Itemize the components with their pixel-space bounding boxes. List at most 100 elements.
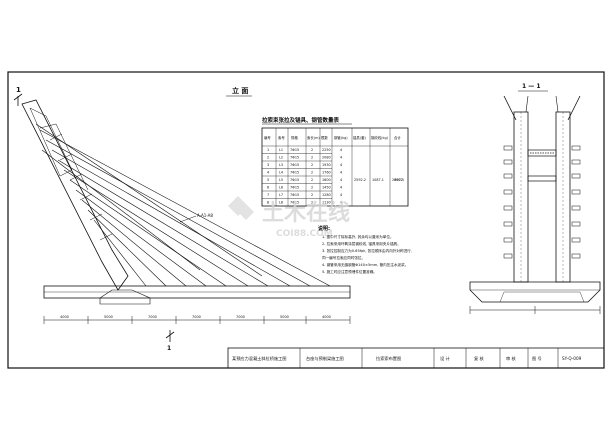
elevation-title: 立 面 — [232, 86, 248, 95]
table-cell: 7Φ15 — [290, 193, 299, 197]
table-cell: L7 — [279, 193, 283, 197]
table-header: 编号 — [264, 135, 271, 140]
table-header: 锚具(套) — [353, 135, 366, 140]
table-cell: L8 — [279, 201, 283, 205]
table-cell: 2 — [311, 156, 313, 160]
table-cell: L5 — [279, 178, 283, 182]
table-cell: 5 — [267, 178, 269, 182]
section-view: 1 — 1 — [469, 83, 601, 314]
table-cell: 2250 — [322, 148, 331, 152]
note-line: 同一编号拉索应同时张拉。 — [322, 255, 365, 260]
table-cell: 4 — [340, 171, 342, 175]
table-header: 钢绞线(kg) — [371, 135, 389, 140]
dim-label: 7000 — [148, 315, 157, 319]
note-line: 5. 施工时应注意预埋件位置准确。 — [322, 269, 377, 274]
svg-text:COI88.COM: COI88.COM — [276, 229, 333, 239]
section-title: 1 — 1 — [522, 83, 541, 90]
table-cell: 1 — [267, 148, 269, 152]
cable-label: A-A1-A8 — [197, 213, 213, 218]
table-cell: 7Φ15 — [290, 148, 299, 152]
table-cell: L1 — [279, 148, 283, 152]
table-cell: L3 — [279, 163, 283, 167]
table-cell: 1280 — [322, 193, 331, 197]
table-cell: 2080 — [322, 156, 331, 160]
table-cell: 7Φ15 — [290, 163, 299, 167]
pylon — [21, 99, 129, 291]
tb-design: 设 计 — [440, 355, 450, 362]
table-cell: 7Φ15 — [290, 156, 299, 160]
tb-unit: 台座与预制梁施工图 — [306, 355, 344, 362]
table-cell: 4 — [340, 156, 342, 160]
tb-drawing-no: SY-Q-009 — [562, 356, 582, 361]
table-cell: 4 — [340, 178, 342, 182]
table-cell: 7 — [267, 193, 269, 197]
note-line: 2. 拉索采用环氧涂层钢绞线, 锚具采用夹片锚具。 — [322, 241, 401, 246]
table-cell: 8 — [267, 201, 269, 205]
table-title: 拉索束张拉及锚具、钢管数量表 — [262, 116, 340, 124]
table-cell: L4 — [279, 171, 283, 175]
table-header: 根数 — [321, 135, 328, 140]
table-cell: 2 — [311, 201, 313, 205]
table-cell: 2697.5 — [392, 178, 404, 182]
table-cell: 4 — [340, 193, 342, 197]
table-cell: 4 — [340, 201, 342, 205]
table-cell: 2 — [311, 186, 313, 190]
table-cell: 1930 — [322, 163, 331, 167]
notes-title: 说明: — [318, 225, 330, 232]
table-cell: 7Φ15 — [290, 201, 299, 205]
table-cell: 1450 — [322, 186, 331, 190]
table-total: 7002 — [394, 178, 403, 182]
table-cell: 4 — [340, 148, 342, 152]
section-mark-bottom: 1 — [167, 345, 171, 352]
note-line: 4. 钢管采用无缝钢管Φ140×5mm, 管内压注水泥浆。 — [322, 262, 408, 267]
dim-label: 7000 — [192, 315, 201, 319]
dim-label: 4000 — [60, 315, 69, 319]
note-line: 3. 张拉控制应力为0.65fpk, 张拉顺序由内向外对称进行, — [322, 248, 412, 253]
table-cell: 2 — [311, 148, 313, 152]
table-cell: 6 — [267, 186, 269, 190]
table-cell: 2592.2 — [354, 178, 366, 182]
table-cell: 2 — [311, 178, 313, 182]
table-cell: 2 — [267, 156, 269, 160]
dimension-line: 4000 5000 7000 7000 7000 5000 4000 — [43, 315, 351, 324]
table-cell: 4 — [340, 186, 342, 190]
tb-drawing-no-label: 图 号 — [532, 356, 542, 362]
table-cell: 4 — [267, 171, 269, 175]
tb-check: 复 核 — [474, 355, 485, 362]
title-block: 某预应力混凝土斜拉桥施工图 台座与预制梁施工图 拉索索布置图 设 计 复 核 审… — [227, 347, 605, 369]
dim-label: 5000 — [280, 315, 289, 319]
table-header: 规格 — [291, 135, 298, 140]
table-cell: 2 — [311, 193, 313, 197]
table-cell: 7Φ15 — [290, 178, 299, 182]
dim-label: 4000 — [322, 315, 331, 319]
table-cell: 4 — [340, 163, 342, 167]
table-cell: 7Φ15 — [290, 186, 299, 190]
section-mark-top: 1 — [16, 86, 21, 94]
elevation-view: 立 面 1 A-A — [13, 86, 351, 352]
table-header: 索长(m) — [307, 135, 320, 140]
note-line: 1. 图中尺寸除标高外, 其余均以厘米为单位。 — [322, 234, 394, 239]
tb-project: 某预应力混凝土斜拉桥施工图 — [232, 355, 286, 362]
table-cell: 7Φ15 — [290, 171, 299, 175]
table-header: 钢管(kg) — [334, 135, 348, 140]
quantity-table: 拉索束张拉及锚具、钢管数量表 编号 索号 — [261, 116, 409, 207]
tb-drawing: 拉索索布置图 — [376, 355, 401, 362]
table-cell: L6 — [279, 186, 283, 190]
tb-review: 审 核 — [506, 355, 517, 362]
dim-label: 5000 — [104, 315, 113, 319]
table-cell: 1087.1 — [372, 178, 384, 182]
table-cell: 1600 — [322, 178, 331, 182]
dim-label: 7000 — [236, 315, 245, 319]
table-cell: 1760 — [322, 171, 331, 175]
table-cell: 2 — [311, 171, 313, 175]
notes: 说明: 1. 图中尺寸除标高外, 其余均以厘米为单位。 2. 拉索采用环氧涂层钢… — [318, 225, 412, 274]
table-cell: 2 — [311, 163, 313, 167]
table-cell: L2 — [279, 156, 283, 160]
svg-text:土木在线: 土木在线 — [262, 200, 350, 226]
watermark: 土木在线 COI88.COM — [228, 196, 350, 239]
stay-cables — [35, 123, 331, 287]
table-rows: 1 L1 7Φ15 2 2250 4 2 L2 7Φ15 2 2080 4 3 … — [267, 148, 404, 205]
table-header: 合计 — [394, 135, 401, 140]
table-cell: 1130 — [322, 201, 331, 205]
